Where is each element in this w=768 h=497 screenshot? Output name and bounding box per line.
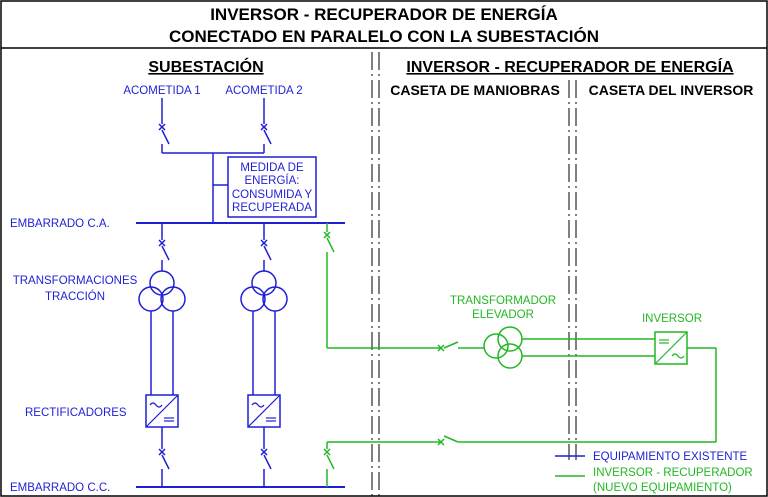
rectifier-2-diagonal [247,394,281,428]
elevator-feed-mark-b [437,344,445,352]
inverter-diagonal [654,331,688,365]
medida-label-1: MEDIDA DE [240,162,304,174]
existing-equipment [136,98,585,488]
acometida-1-mark-b [158,123,166,131]
new-ac-switch [326,237,335,253]
section-caseta-inversor: CASETA DEL INVERSOR [589,82,754,98]
rectifier-2-mark-b [260,448,268,456]
transformaciones-label-1: TRANSFORMACIONES [13,275,138,287]
title-line-1: INVERSOR - RECUPERADOR DE ENERGÍA [210,5,558,24]
transformer-1-secondary-b [160,286,186,312]
transformador-elevador-label-1: TRANSFORMADOR [450,295,556,307]
acometida-2-switch [263,129,272,145]
legend-existing-label: EQUIPAMIENTO EXISTENTE [593,451,748,463]
inversor-label: INVERSOR [642,313,702,325]
acometida-1-label: ACOMETIDA 1 [123,85,200,97]
medida-label-3: CONSUMIDA Y [232,189,313,201]
rectifier-1-diagonal [145,394,179,428]
rectifier-1-mark-b [158,448,166,456]
embarrado-cc-label: EMBARRADO C.C. [10,482,110,494]
transformer-1-switch [161,245,170,261]
rectifier-1-ac-symbol [149,402,163,408]
new-ac-mark-b [323,231,331,239]
legend-new-label-1: INVERSOR - RECUPERADOR [593,467,753,479]
transformer-2-mark-b [260,239,268,247]
elevator-feed-switch [443,341,459,349]
rectifier-2-switch [263,454,272,470]
section-subestacion: SUBESTACIÓN [148,57,263,76]
rectifier-2-ac-symbol [251,402,265,408]
rectifier-1-switch [161,454,170,470]
transformador-elevador-label-2: ELEVADOR [472,309,534,321]
boundary-lines [371,52,577,496]
embarrado-ca-label: EMBARRADO C.A. [10,218,110,230]
section-caseta-maniobras: CASETA DE MANIOBRAS [390,82,560,98]
transformer-2-switch [263,245,272,261]
meter-box [227,156,317,218]
acometida-2-mark-b [260,123,268,131]
transformer-1-primary [149,270,175,296]
dc-return-mark-b [437,438,445,446]
medida-label-2: ENERGÍA: [245,174,300,187]
section-inversor: INVERSOR - RECUPERADOR DE ENERGÍA [406,57,734,76]
legend-new-label-2: (NUEVO EQUIPAMIENTO) [593,482,732,494]
transformer-1-mark-b [158,239,166,247]
new-equipment [323,223,717,487]
elevating-transformer-primary [483,333,509,359]
acometida-1-switch [161,129,170,145]
dc-return-switch [443,435,459,443]
new-dc-mark-b [323,448,331,456]
transformer-2-secondary-a [240,286,266,312]
title-line-2: CONECTADO EN PARALELO CON LA SUBESTACIÓN [169,27,599,46]
inverter-ac-symbol [671,353,685,359]
acometida-2-label: ACOMETIDA 2 [225,85,302,97]
transformaciones-label-2: TRACCIÓN [45,290,105,303]
medida-label-4: RECUPERADA [232,202,312,214]
rectificadores-label: RECTIFICADORES [25,407,127,419]
transformer-2-primary [251,270,277,296]
transformer-1-secondary-a [138,286,164,312]
transformer-2-secondary-b [262,286,288,312]
rectifier-symbols [145,394,281,428]
new-dc-switch [326,454,335,470]
